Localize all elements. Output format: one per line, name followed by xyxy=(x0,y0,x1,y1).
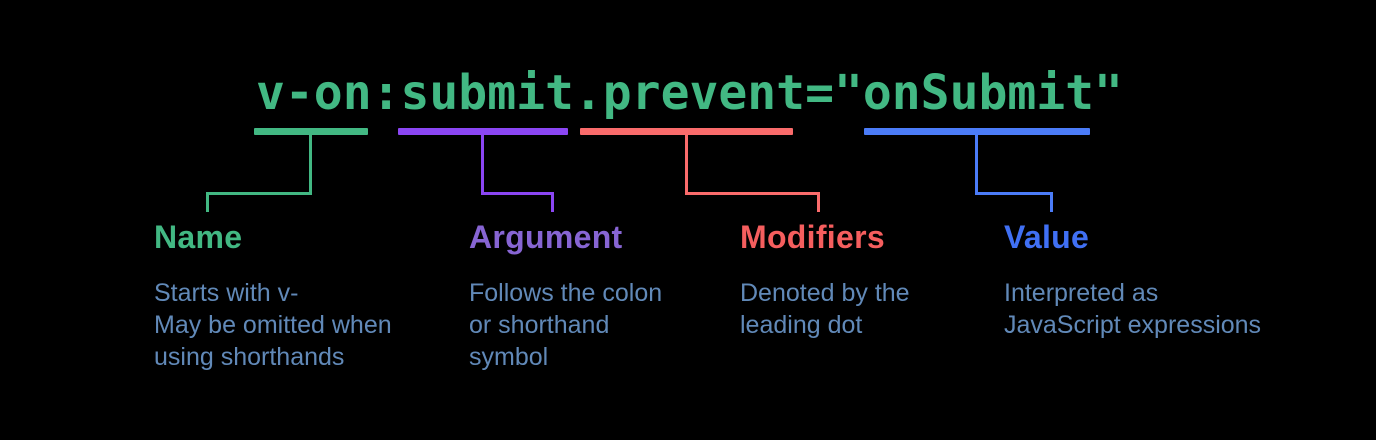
argument-connector-tip xyxy=(551,192,554,212)
name-description-line-1: Starts with v- xyxy=(154,279,299,307)
value-description-line-2: JavaScript expressions xyxy=(1004,311,1262,339)
name-description-line-3: using shorthands xyxy=(154,343,345,371)
argument-connector-drop xyxy=(481,135,484,192)
name-description: Starts with v- May be omitted when using… xyxy=(154,277,392,373)
modifiers-underline xyxy=(580,128,793,135)
modifiers-connector-run xyxy=(685,192,820,195)
value-label: Value xyxy=(1004,219,1090,255)
value-connector-tip xyxy=(1050,192,1053,212)
modifiers-label: Modifiers xyxy=(740,219,885,255)
argument-connector-run xyxy=(481,192,554,195)
name-label: Name xyxy=(154,219,243,255)
argument-label: Argument xyxy=(469,219,623,255)
name-description-line-2: May be omitted when xyxy=(154,311,392,339)
value-description: Interpreted as JavaScript expressions xyxy=(1004,277,1261,341)
name-underline xyxy=(254,128,368,135)
value-connector-drop xyxy=(975,135,978,192)
name-connector-drop xyxy=(309,135,312,192)
value-connector-run xyxy=(975,192,1053,195)
name-connector-run xyxy=(206,192,312,195)
modifiers-description-line-1: Denoted by the xyxy=(740,279,910,307)
argument-description-line-3: symbol xyxy=(469,343,549,371)
modifiers-connector-drop xyxy=(685,135,688,192)
modifiers-description: Denoted by the leading dot xyxy=(740,277,910,341)
argument-description: Follows the colon or shorthand symbol xyxy=(469,277,662,373)
modifiers-connector-tip xyxy=(817,192,820,212)
name-connector-tip xyxy=(206,192,209,212)
value-underline xyxy=(864,128,1090,135)
argument-underline xyxy=(398,128,568,135)
value-description-line-1: Interpreted as xyxy=(1004,279,1159,307)
argument-description-line-1: Follows the colon xyxy=(469,279,663,307)
code-snippet: v-on:submit.prevent="onSubmit" xyxy=(256,65,1123,121)
argument-description-line-2: or shorthand xyxy=(469,311,610,339)
modifiers-description-line-2: leading dot xyxy=(740,311,863,339)
